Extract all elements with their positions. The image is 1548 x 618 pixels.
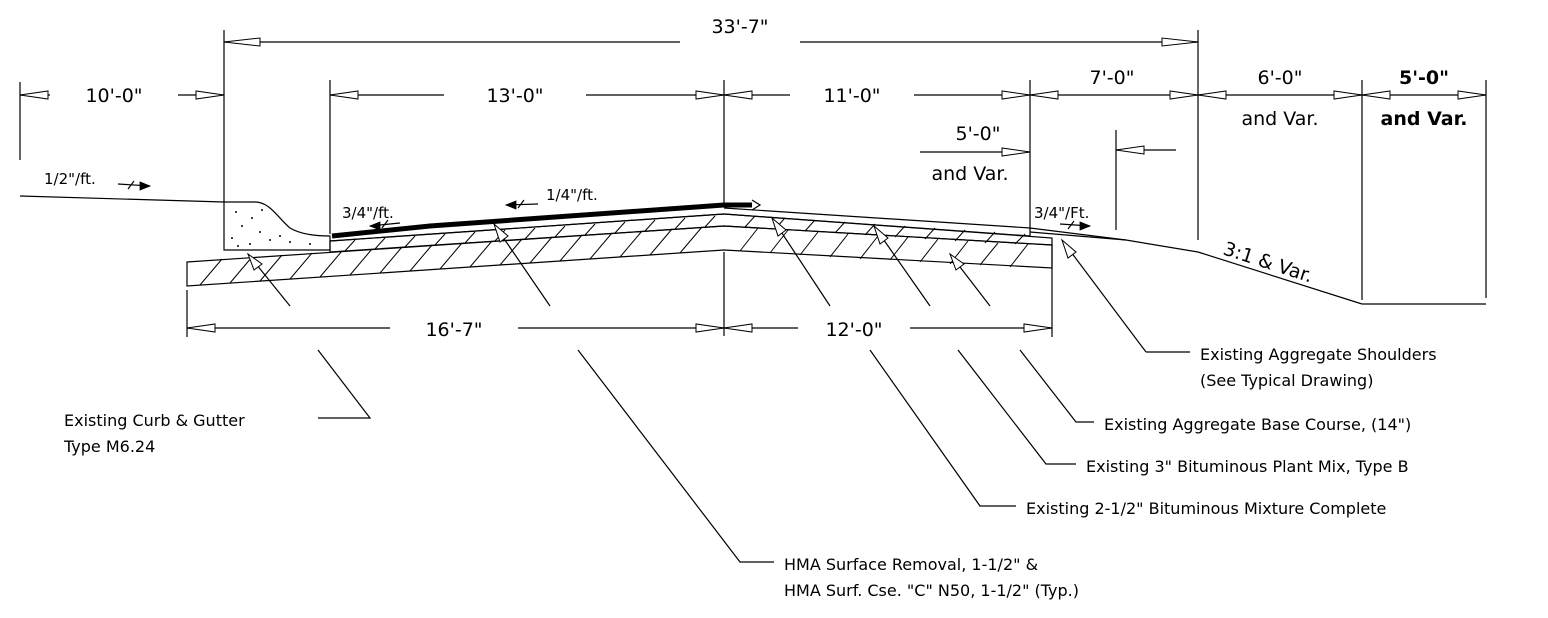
dim-right-a-sub: and Var. <box>1241 108 1318 130</box>
dim-lane-right: 11'-0" <box>823 85 880 107</box>
note-hma-line2: HMA Surf. Cse. "C" N50, 1-1/2" (Typ.) <box>784 581 1079 600</box>
layer-leader-arrows <box>246 216 1147 353</box>
note-plant-mix: Existing 3" Bituminous Plant Mix, Type B <box>1086 457 1409 476</box>
dim-left-walk: 10'-0" <box>85 85 142 107</box>
slope-left-walk: 1/2"/ft. <box>44 170 96 188</box>
note-hma-line1: HMA Surface Removal, 1-1/2" & <box>784 555 1038 574</box>
dim-base-left: 16'-7" <box>425 319 482 341</box>
dimension-labels: 33'-7" 10'-0" 13'-0" 11'-0" 7'-0" 6'-0" … <box>85 16 1467 341</box>
dim-mid-sub: and Var. <box>931 163 1008 185</box>
plant-mix-hatch <box>344 215 1026 252</box>
dim-base-right: 12'-0" <box>825 319 882 341</box>
base-course-hatch <box>199 226 1029 286</box>
note-shoulders-line2: (See Typical Drawing) <box>1200 371 1373 390</box>
note-base-course: Existing Aggregate Base Course, (14") <box>1104 415 1411 434</box>
note-shoulders-line1: Existing Aggregate Shoulders <box>1200 345 1437 364</box>
dim-mid: 5'-0" <box>956 123 1001 145</box>
curb-concrete-dots <box>231 209 311 247</box>
dim-right-b: 5'-0" <box>1399 67 1449 89</box>
note-leaders <box>317 349 1190 563</box>
dim-lane-left: 13'-0" <box>486 85 543 107</box>
dim-shoulder: 7'-0" <box>1090 67 1135 89</box>
slope-embankment: 3:1 & Var. <box>1220 238 1315 288</box>
dimension-lines <box>19 37 1487 333</box>
ground-profile <box>19 195 1486 305</box>
slope-shoulder: 3/4"/Ft. <box>1034 204 1089 222</box>
note-mixture: Existing 2-1/2" Bituminous Mixture Compl… <box>1026 499 1386 518</box>
dim-right-a: 6'-0" <box>1258 67 1303 89</box>
note-curb-line1: Existing Curb & Gutter <box>64 411 245 430</box>
slope-arrows <box>117 180 1092 231</box>
callout-notes: Existing Aggregate Shoulders (See Typica… <box>63 345 1437 600</box>
pavement-layers <box>186 199 1053 287</box>
dim-right-b-sub: and Var. <box>1381 108 1468 130</box>
slope-lane: 1/4"/ft. <box>546 186 598 204</box>
note-curb-line2: Type M6.24 <box>63 437 155 456</box>
dim-overall: 33'-7" <box>711 16 768 38</box>
slope-gutter: 3/4"/ft. <box>342 204 394 222</box>
